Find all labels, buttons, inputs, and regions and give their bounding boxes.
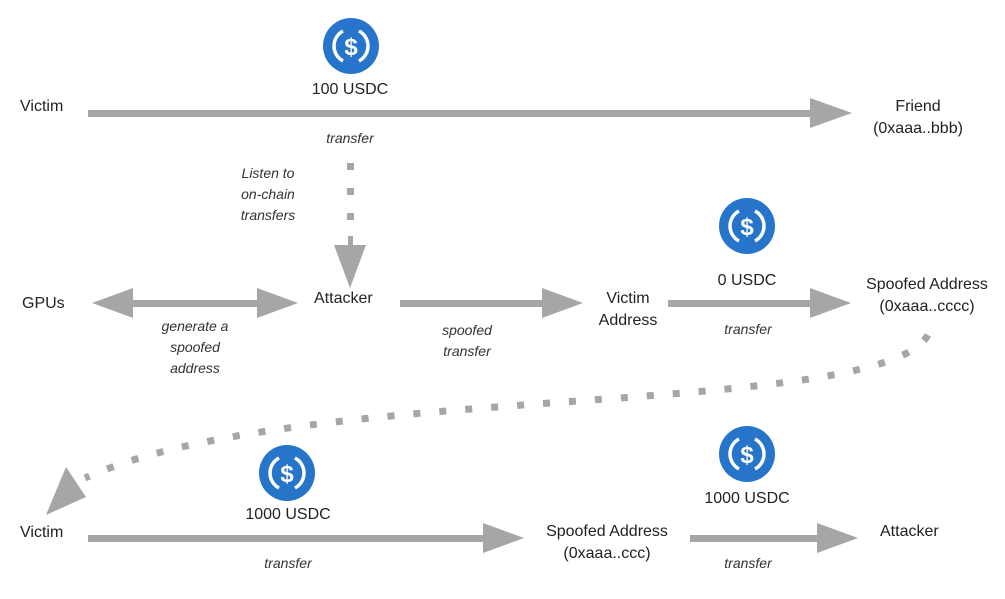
node-attacker-bottom: Attacker: [880, 523, 939, 540]
edge-label-bottom-left-transfer: transfer: [264, 555, 312, 571]
svg-text:$: $: [740, 214, 754, 241]
arrow-victim-to-spoofed-address: [88, 523, 524, 553]
edge-label-listen-line1: Listen to: [241, 165, 295, 181]
arrow-victim-to-friend: [88, 98, 852, 128]
edge-label-spoofed-transfer-line2: transfer: [443, 343, 491, 359]
node-spoofed-address-mid-name: Spoofed Address: [866, 276, 988, 293]
amount-mid: 0 USDC: [717, 272, 777, 289]
edge-label-spoofed-transfer: spoofed transfer: [427, 320, 507, 362]
amount-bottom-right: 1000 USDC: [704, 490, 790, 507]
edge-label-listen-line2: on-chain: [241, 186, 295, 202]
arrow-spoofed-to-attacker: [690, 523, 858, 553]
node-spoofed-address-bottom: Spoofed Address (0xaaa..ccc): [532, 521, 682, 565]
usdc-coin-icon: $: [323, 18, 379, 74]
amount-top: 100 USDC: [311, 81, 389, 98]
node-friend: Friend (0xaaa..bbb): [862, 96, 974, 140]
edge-label-generate-line2: spoofed: [170, 339, 220, 355]
node-spoofed-address-bottom-name: Spoofed Address: [546, 523, 668, 540]
arrow-victim-address-to-spoofed: [668, 288, 851, 318]
node-victim-address: Victim Address: [589, 288, 667, 332]
edge-label-listen-line3: transfers: [240, 207, 296, 223]
node-victim-address-line2: Address: [598, 312, 658, 329]
node-attacker-mid: Attacker: [314, 290, 373, 307]
node-spoofed-address-mid: Spoofed Address (0xaaa..cccc): [852, 274, 1002, 318]
svg-text:$: $: [280, 461, 294, 488]
edge-label-listen: Listen to on-chain transfers: [228, 163, 308, 226]
usdc-coin-icon: $: [259, 445, 315, 501]
edge-label-spoofed-transfer-line1: spoofed: [442, 322, 492, 338]
edge-label-mid-transfer: transfer: [724, 321, 772, 337]
amount-bottom-left: 1000 USDC: [245, 506, 331, 523]
node-victim-address-line1: Victim: [606, 290, 650, 307]
edge-label-top-transfer: transfer: [326, 130, 374, 146]
edge-label-generate-line1: generate a: [161, 318, 229, 334]
edge-label-generate: generate a spoofed address: [150, 316, 240, 379]
edge-label-bottom-right-transfer: transfer: [724, 555, 772, 571]
node-friend-name: Friend: [895, 98, 941, 115]
edge-label-generate-line3: address: [170, 360, 220, 376]
node-gpus: GPUs: [22, 295, 65, 312]
node-spoofed-address-mid-address: (0xaaa..cccc): [879, 298, 975, 315]
svg-text:$: $: [740, 442, 754, 469]
arrow-spoofed-to-victim-dotted: [46, 333, 932, 515]
usdc-coin-icon: $: [719, 198, 775, 254]
arrow-gpus-attacker-bidirectional: [92, 288, 298, 318]
node-spoofed-address-bottom-address: (0xaaa..ccc): [563, 545, 651, 562]
node-friend-address: (0xaaa..bbb): [873, 120, 963, 137]
arrow-listen-dotted: [334, 163, 366, 288]
usdc-coin-icon: $: [719, 426, 775, 482]
node-victim-top: Victim: [20, 98, 64, 115]
node-victim-bottom: Victim: [20, 524, 64, 541]
arrow-attacker-to-victim-address: [400, 288, 583, 318]
svg-text:$: $: [344, 34, 358, 61]
